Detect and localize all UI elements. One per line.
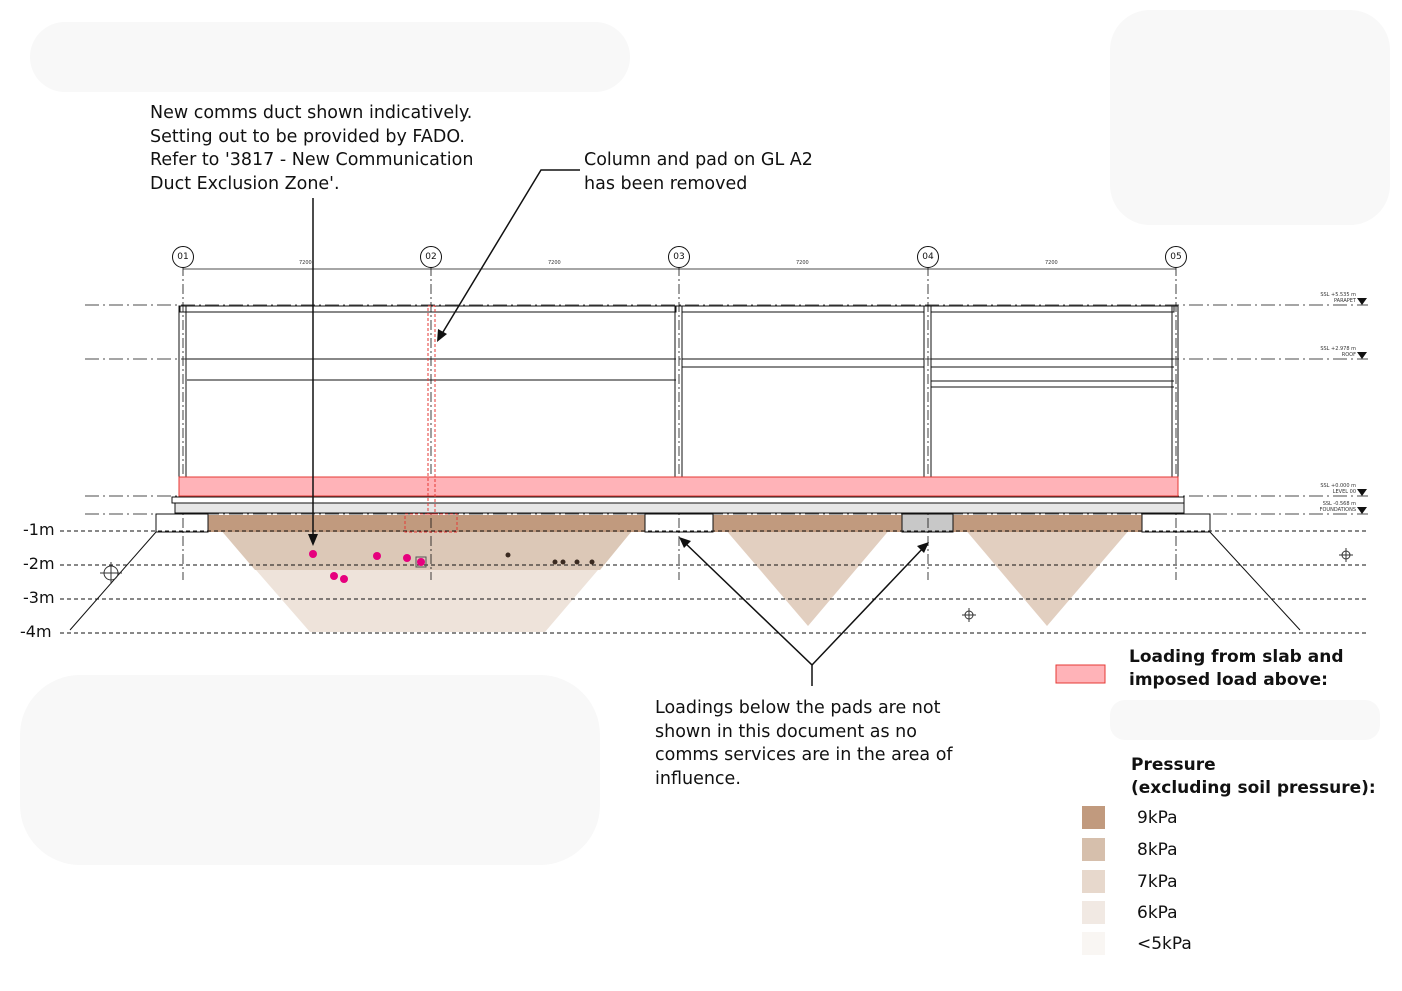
grid-spacing: 7200 bbox=[548, 260, 561, 266]
depth-label-4m: -4m bbox=[20, 622, 52, 641]
legend-item-5kpa: <5kPa bbox=[1082, 932, 1192, 955]
grid-label: 02 bbox=[425, 252, 437, 262]
arrow-heads bbox=[308, 329, 929, 553]
note-column-removed: Column and pad on GL A2 has been removed bbox=[584, 150, 813, 194]
legend-swatch bbox=[1082, 838, 1105, 861]
depth-lines bbox=[60, 530, 1368, 634]
removed-column bbox=[404, 305, 458, 533]
level-ssl: SSL -0.568 m bbox=[1322, 501, 1356, 507]
pad-01 bbox=[155, 513, 209, 533]
legend-swatch bbox=[1082, 901, 1105, 924]
service-box bbox=[415, 556, 427, 568]
slab-load-band bbox=[178, 476, 1179, 497]
legend-item-9kpa: 9kPa bbox=[1082, 806, 1178, 829]
grid-bubble-05: 05 bbox=[1165, 246, 1187, 268]
grid-bubble-01: 01 bbox=[172, 246, 194, 268]
pad-04 bbox=[901, 513, 954, 533]
grid-bubble-04: 04 bbox=[917, 246, 939, 268]
pressure-band-9kpa-right bbox=[953, 515, 1142, 532]
grid-label: 05 bbox=[1170, 252, 1182, 262]
grid-spacing: 7200 bbox=[1045, 260, 1058, 266]
legend-item-7kpa: 7kPa bbox=[1082, 870, 1178, 893]
legend-label: 7kPa bbox=[1137, 871, 1178, 892]
pressure-band-9kpa-main bbox=[208, 515, 645, 532]
grid-label: 03 bbox=[673, 252, 685, 262]
level-name: LEVEL 00 bbox=[1332, 489, 1356, 495]
legend-label: 9kPa bbox=[1137, 807, 1178, 828]
pressure-bulbs bbox=[208, 515, 1142, 632]
leader-arrows bbox=[312, 169, 926, 686]
legend-label: 6kPa bbox=[1137, 902, 1178, 923]
legend-label: <5kPa bbox=[1137, 933, 1192, 954]
legend-swatch bbox=[1082, 806, 1105, 829]
legend-slab-title: Loading from slab and imposed load above… bbox=[1129, 647, 1344, 690]
grid-spacing: 7200 bbox=[299, 260, 312, 266]
level-ssl: SSL +5.535 m bbox=[1320, 292, 1356, 298]
legend-pressure-title: Pressure (excluding soil pressure): bbox=[1131, 755, 1376, 798]
legend-swatch bbox=[1082, 870, 1105, 893]
note-comms-duct: New comms duct shown indicatively. Setti… bbox=[150, 103, 474, 194]
level-name: PARAPET bbox=[1333, 298, 1356, 304]
grid-label: 04 bbox=[922, 252, 934, 262]
depth-label-3m: -3m bbox=[23, 588, 55, 607]
level-ssl: SSL +2.978 m bbox=[1320, 346, 1356, 352]
building-frame bbox=[171, 305, 1185, 514]
pressure-bulb-right bbox=[953, 515, 1142, 626]
grid-bubble-03: 03 bbox=[668, 246, 690, 268]
note-loadings-below: Loadings below the pads are not shown in… bbox=[655, 698, 953, 789]
pressure-bulb-mid bbox=[713, 515, 902, 626]
level-ssl: SSL +0.000 m bbox=[1320, 483, 1356, 489]
legend-slab-swatch bbox=[1055, 664, 1106, 684]
depth-label-1m: -1m bbox=[23, 520, 55, 539]
survey-markers bbox=[100, 548, 1353, 622]
background-blobs bbox=[20, 10, 1390, 865]
legend-swatch bbox=[1082, 932, 1105, 955]
comms-services bbox=[309, 550, 425, 583]
level-name: FOUNDATIONS bbox=[1319, 507, 1356, 513]
level-name: ROOF bbox=[1341, 352, 1356, 358]
grid-spacing: 7200 bbox=[796, 260, 809, 266]
legend-item-6kpa: 6kPa bbox=[1082, 901, 1178, 924]
grid-bubble-02: 02 bbox=[420, 246, 442, 268]
depth-label-2m: -2m bbox=[23, 554, 55, 573]
grid-lines bbox=[182, 266, 1177, 580]
influence-lines bbox=[69, 531, 1301, 631]
legend-item-8kpa: 8kPa bbox=[1082, 838, 1178, 861]
other-services bbox=[505, 552, 595, 565]
pressure-band-9kpa-mid bbox=[713, 515, 902, 532]
legend-label: 8kPa bbox=[1137, 839, 1178, 860]
grid-label: 01 bbox=[177, 252, 189, 262]
